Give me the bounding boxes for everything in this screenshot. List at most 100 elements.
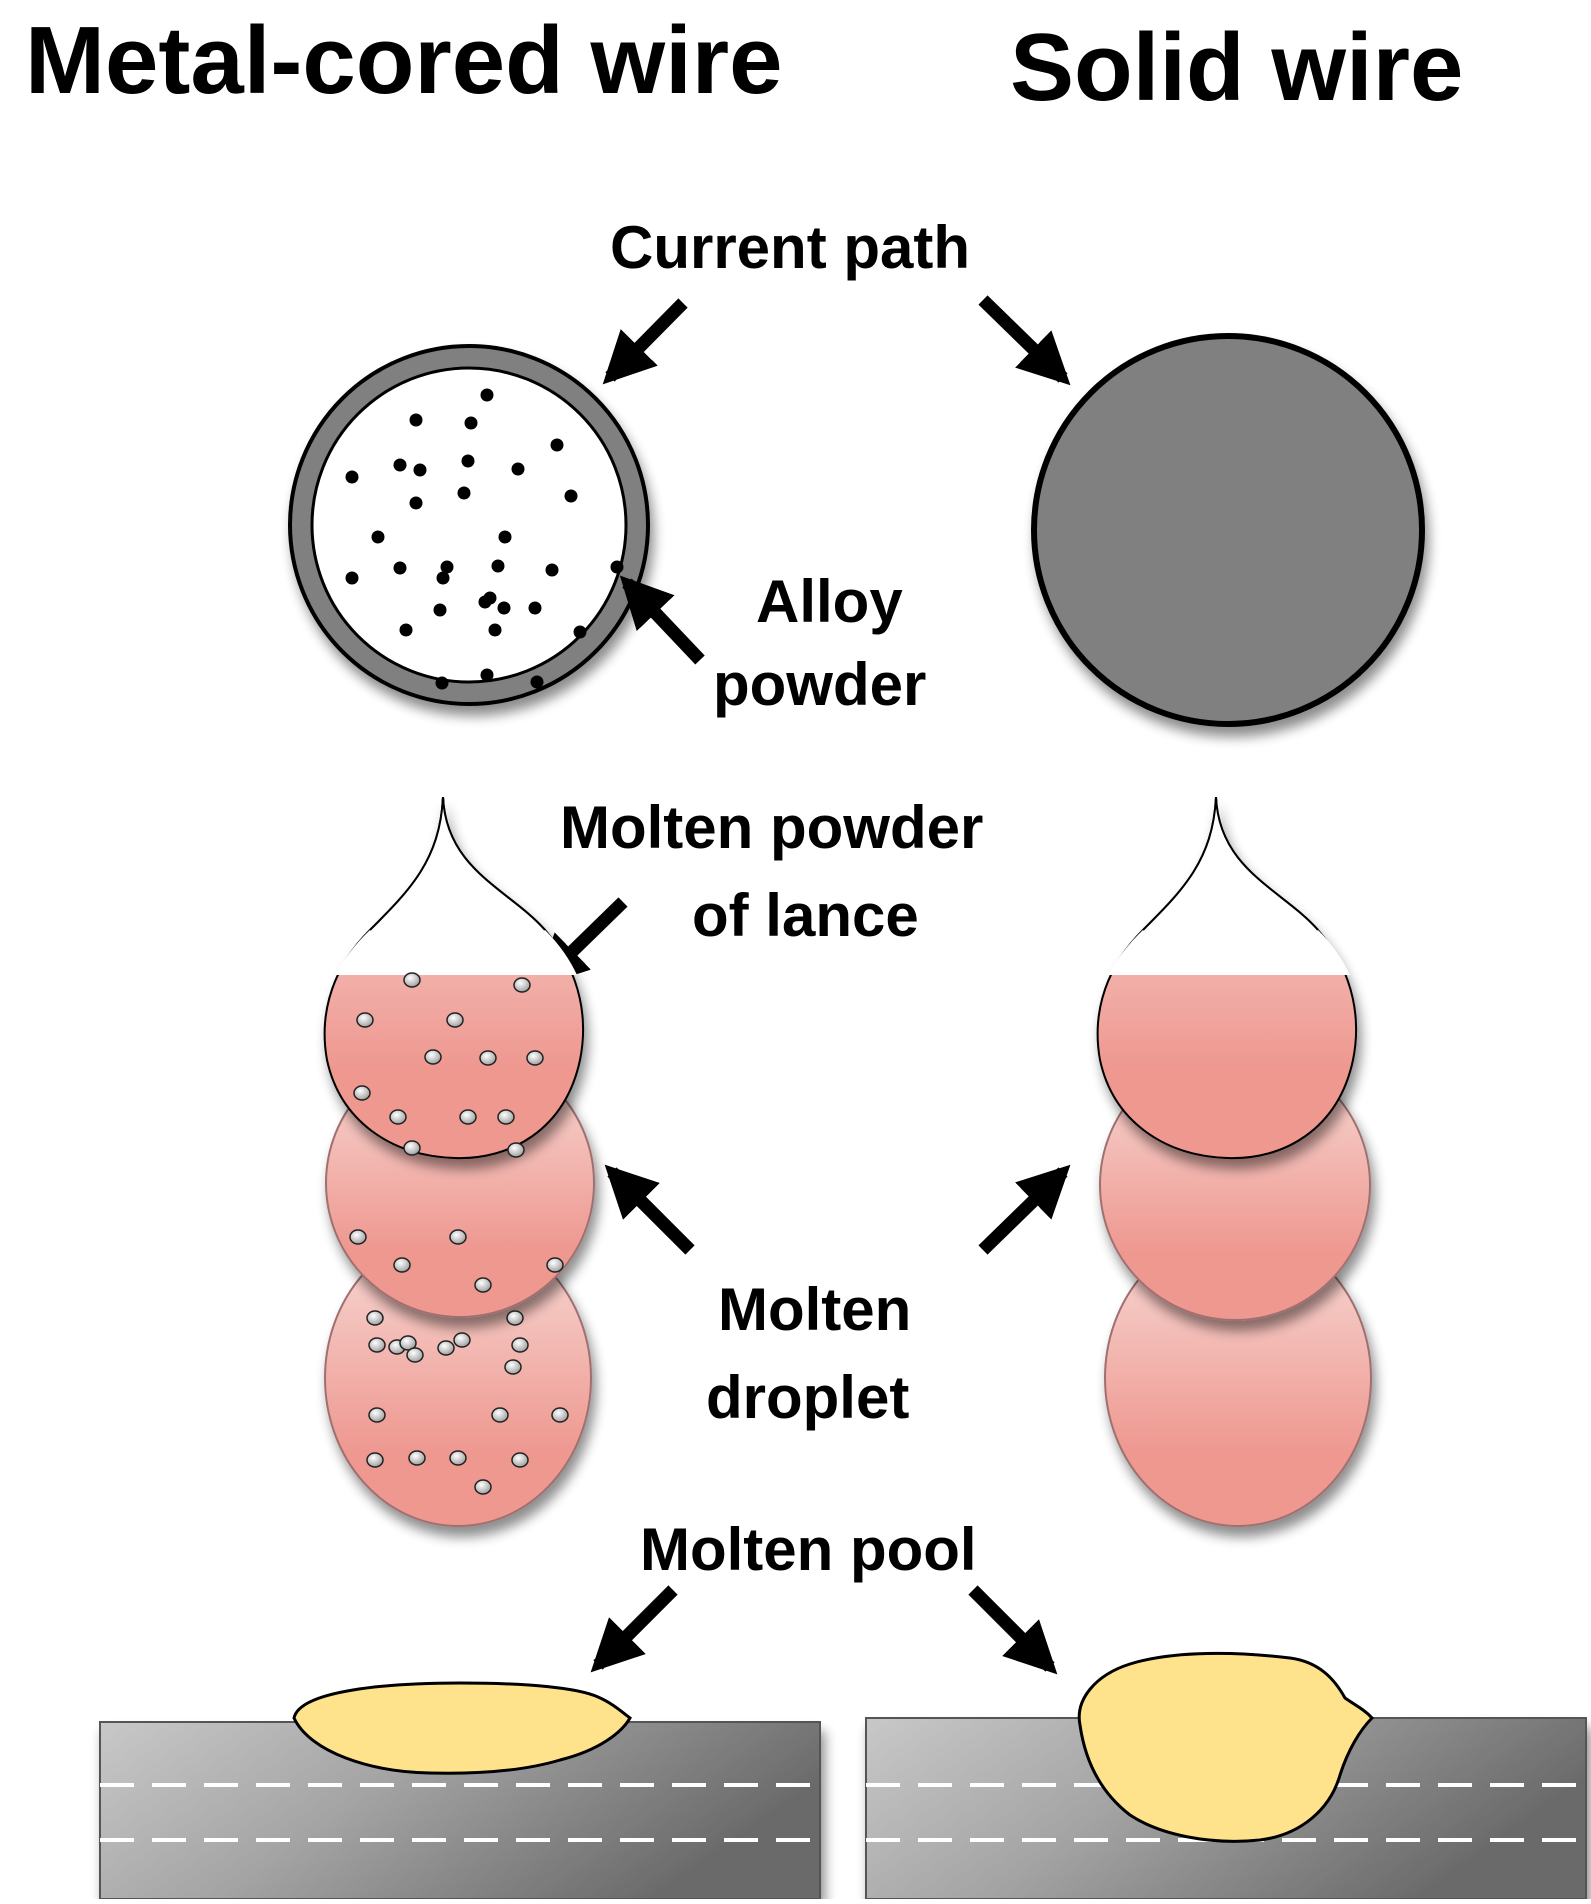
wire-tip-right-outline bbox=[1142, 796, 1319, 931]
label-molten: Molten bbox=[718, 1276, 911, 1343]
molten-powder-particle bbox=[497, 1109, 515, 1125]
powder-particle bbox=[371, 530, 385, 544]
label-molten-powder: Molten powder bbox=[560, 794, 983, 861]
wire-tip-left-outline bbox=[369, 796, 546, 931]
molten-powder-particle bbox=[408, 1450, 426, 1466]
powder-particle bbox=[413, 463, 427, 477]
powder-particle bbox=[488, 623, 502, 637]
molten-powder-particle bbox=[406, 1347, 424, 1363]
molten-powder-particle bbox=[511, 1337, 529, 1353]
molten-powder-particle bbox=[356, 1012, 374, 1028]
powder-particle bbox=[399, 623, 413, 637]
molten-powder-particle bbox=[353, 1085, 371, 1101]
molten-powder-particles bbox=[349, 972, 569, 1495]
label-of-lance: of lance bbox=[692, 882, 919, 949]
molten-powder-particle bbox=[389, 1109, 407, 1125]
powder-particle bbox=[478, 595, 492, 609]
molten-powder-particle bbox=[349, 1229, 367, 1245]
molten-powder-particle bbox=[474, 1479, 492, 1495]
molten-pool-arrow-left bbox=[590, 1585, 678, 1673]
powder-particle bbox=[409, 413, 423, 427]
metal-cored-droplet-column bbox=[323, 796, 595, 1527]
current-path-arrow-left bbox=[602, 298, 688, 385]
wire-tip-right-cap bbox=[1108, 797, 1350, 975]
powder-particle bbox=[457, 486, 471, 500]
molten-powder-particle bbox=[368, 1407, 386, 1423]
molten-powder-particle bbox=[479, 1050, 497, 1066]
powder-particle bbox=[393, 458, 407, 472]
alloy-powder-particles bbox=[345, 388, 624, 690]
base-plate-right bbox=[865, 1651, 1587, 1900]
molten-powder-particle bbox=[546, 1257, 564, 1273]
molten-powder-particle bbox=[449, 1229, 467, 1245]
molten-powder-particle bbox=[506, 1310, 524, 1326]
powder-particle bbox=[345, 470, 359, 484]
powder-particle bbox=[433, 603, 447, 617]
molten-powder-particle bbox=[437, 1340, 455, 1356]
powder-particle bbox=[491, 559, 505, 573]
powder-particle bbox=[440, 560, 454, 574]
molten-powder-particle bbox=[551, 1407, 569, 1423]
powder-particle bbox=[530, 675, 544, 689]
molten-powder-particle bbox=[368, 1337, 386, 1353]
alloy-powder-arrow bbox=[619, 575, 705, 665]
molten-powder-particle bbox=[453, 1332, 471, 1348]
weld-pool-right bbox=[1077, 1651, 1375, 1843]
powder-particle bbox=[393, 561, 407, 575]
powder-particle bbox=[511, 462, 525, 476]
molten-droplet-arrow-right bbox=[978, 1164, 1071, 1255]
molten-powder-particle bbox=[513, 977, 531, 993]
molten-powder-particle bbox=[424, 1049, 442, 1065]
solid-wire-cross-section bbox=[1031, 333, 1425, 727]
powder-particle bbox=[435, 676, 449, 690]
molten-pool-arrow-right bbox=[968, 1585, 1058, 1675]
molten-powder-particle bbox=[399, 1335, 417, 1351]
molten-powder-particle bbox=[507, 1142, 525, 1158]
label-droplet: droplet bbox=[706, 1364, 909, 1431]
powder-particle bbox=[497, 601, 511, 615]
molten-powder-particle bbox=[366, 1310, 384, 1326]
powder-particle bbox=[573, 625, 587, 639]
powder-particle bbox=[545, 563, 559, 577]
weld-pool-left bbox=[292, 1681, 632, 1775]
label-alloy: Alloy bbox=[756, 568, 903, 635]
molten-powder-particle bbox=[474, 1277, 492, 1293]
molten-powder-particle bbox=[459, 1109, 477, 1125]
label-powder: powder bbox=[713, 651, 926, 718]
molten-powder-particle bbox=[449, 1450, 467, 1466]
molten-powder-particle bbox=[403, 972, 421, 988]
heading-solid-wire: Solid wire bbox=[1010, 14, 1463, 121]
powder-particle bbox=[498, 530, 512, 544]
metal-cored-wire-cross-section bbox=[288, 344, 650, 706]
molten-powder-particle bbox=[403, 1140, 421, 1156]
molten-powder-particle bbox=[491, 1407, 509, 1423]
powder-particle bbox=[464, 416, 478, 430]
label-current-path: Current path bbox=[610, 214, 970, 281]
powder-particle bbox=[610, 560, 624, 574]
powder-particle bbox=[528, 601, 542, 615]
label-molten-pool: Molten pool bbox=[640, 1516, 977, 1583]
base-plate-left bbox=[99, 1681, 821, 1900]
powder-particle bbox=[409, 496, 423, 510]
powder-particle bbox=[436, 571, 450, 585]
wire-tip-left-cap bbox=[335, 797, 577, 975]
molten-powder-particle bbox=[511, 1452, 529, 1468]
molten-powder-particle bbox=[393, 1257, 411, 1273]
molten-powder-particle bbox=[366, 1452, 384, 1468]
powder-particle bbox=[550, 438, 564, 452]
powder-particle bbox=[564, 489, 578, 503]
molten-powder-particle bbox=[504, 1359, 522, 1375]
molten-droplet-arrow-left bbox=[604, 1164, 695, 1255]
molten-powder-particle bbox=[526, 1050, 544, 1066]
powder-particle bbox=[461, 454, 475, 468]
wire-core bbox=[310, 366, 628, 684]
heading-metal-cored-wire: Metal-cored wire bbox=[25, 7, 783, 114]
current-path-arrow-right bbox=[978, 295, 1071, 386]
solid-wire-droplet-column bbox=[1096, 796, 1372, 1527]
molten-powder-particle bbox=[446, 1012, 464, 1028]
powder-particle bbox=[345, 571, 359, 585]
powder-particle bbox=[480, 668, 494, 682]
powder-particle bbox=[480, 388, 494, 402]
